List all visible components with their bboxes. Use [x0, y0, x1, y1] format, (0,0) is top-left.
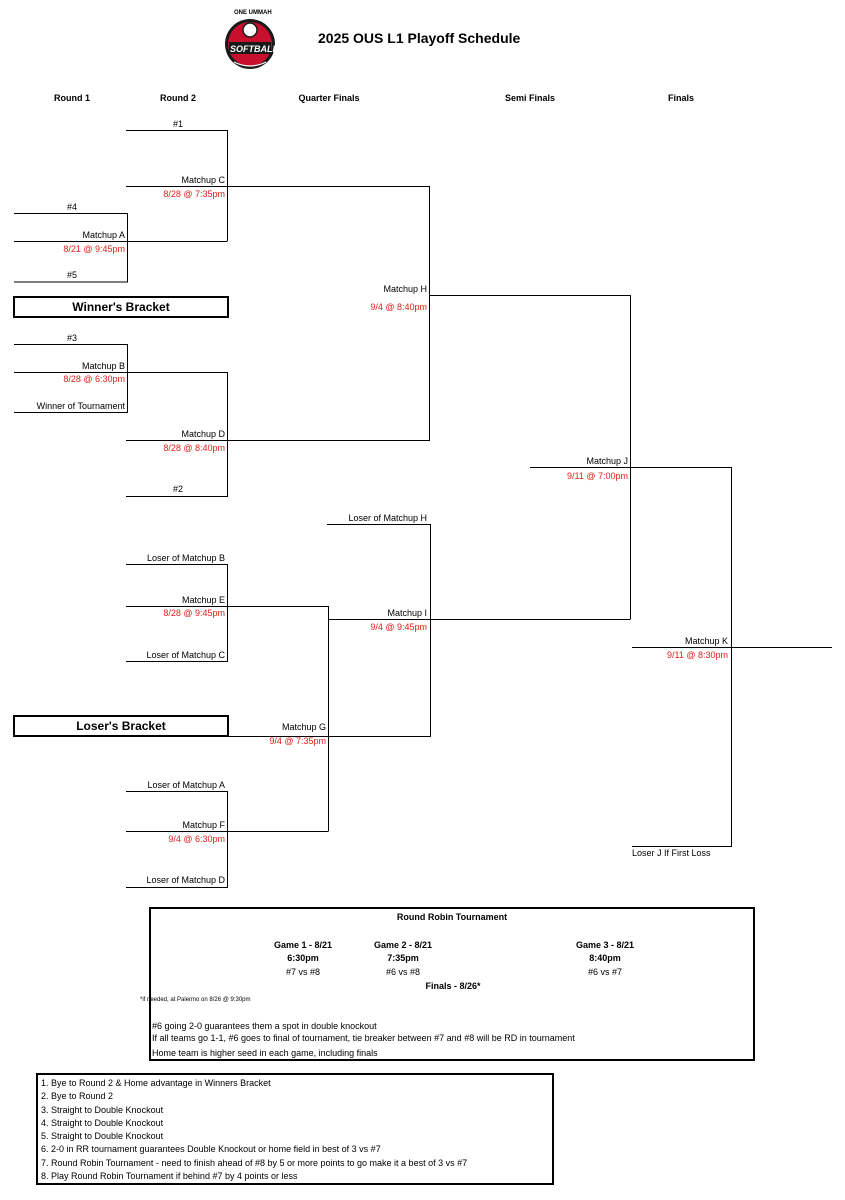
header-round-1: Round 1	[54, 93, 90, 103]
page-title: 2025 OUS L1 Playoff Schedule	[318, 30, 521, 46]
matchup-g-time: 9/4 @ 7:35pm	[269, 736, 326, 746]
slot-loser-of-matchup-a: Loser of Matchup A	[147, 780, 225, 790]
matchup-h-time: 9/4 @ 8:40pm	[370, 302, 427, 312]
matchup-e-time: 8/28 @ 9:45pm	[163, 608, 225, 618]
losers-bracket-label: Loser's Bracket	[13, 715, 229, 737]
softball-logo-icon	[225, 19, 275, 69]
matchup-i-name: Matchup I	[387, 608, 427, 618]
game-1-label: Game 1 - 8/21	[273, 940, 333, 950]
matchup-f-time: 9/4 @ 6:30pm	[168, 834, 225, 844]
slot-seed-3: #3	[66, 333, 77, 343]
seed-notes-box: 1. Bye to Round 2 & Home advantage in Wi…	[36, 1073, 554, 1185]
round-robin-title: Round Robin Tournament	[396, 912, 508, 922]
game-3-time: 8:40pm	[589, 953, 621, 963]
game-3-teams: #6 vs #7	[587, 967, 623, 977]
round-robin-note: #6 going 2-0 guarantees them a spot in d…	[152, 1021, 377, 1031]
round-robin-note: If all teams go 1-1, #6 goes to final of…	[152, 1033, 575, 1043]
matchup-f-name: Matchup F	[182, 820, 225, 830]
matchup-b-time: 8/28 @ 6:30pm	[63, 374, 125, 384]
seed-note: 4. Straight to Double Knockout	[41, 1117, 164, 1128]
matchup-d-name: Matchup D	[181, 429, 225, 439]
game-2-time: 7:35pm	[387, 953, 419, 963]
header-round-2: Round 2	[160, 93, 196, 103]
matchup-a-time: 8/21 @ 9:45pm	[63, 244, 125, 254]
slot-loser-of-matchup-h: Loser of Matchup H	[348, 513, 427, 523]
seed-note: 3. Straight to Double Knockout	[41, 1104, 164, 1115]
matchup-h-name: Matchup H	[383, 284, 427, 294]
slot-loser-of-matchup-d: Loser of Matchup D	[146, 875, 225, 885]
matchup-c-name: Matchup C	[181, 175, 225, 185]
matchup-b-name: Matchup B	[81, 361, 125, 371]
round-robin-footnote: *if needed, at Palermo on 8/26 @ 9:30pm	[140, 997, 251, 1003]
round-robin-box: Round Robin Tournament Game 1 - 8/21 6:3…	[140, 907, 755, 1061]
logo-top-text: ONE UMMAH	[234, 10, 272, 16]
matchup-j-name: Matchup J	[586, 456, 628, 466]
seed-note: 8. Play Round Robin Tournament if behind…	[41, 1171, 298, 1182]
matchup-k-time: 9/11 @ 8:30pm	[666, 650, 728, 660]
header-quarter-finals: Quarter Finals	[298, 93, 360, 103]
game-2-label: Game 2 - 8/21	[373, 940, 433, 950]
logo-main-text: SOFTBALL	[230, 44, 278, 54]
matchup-g-name: Matchup G	[281, 722, 326, 732]
slot-seed-5: #5	[66, 270, 77, 280]
winners-bracket-label: Winner's Bracket	[13, 296, 229, 318]
slot-loser-j-if-first-loss: Loser J If First Loss	[632, 848, 711, 858]
seed-note: 7. Round Robin Tournament - need to fini…	[41, 1157, 468, 1168]
matchup-a-name: Matchup A	[82, 230, 125, 240]
header-finals: Finals	[667, 93, 694, 103]
matchup-j-time: 9/11 @ 7:00pm	[566, 471, 628, 481]
slot-seed-2: #2	[172, 484, 183, 494]
header-semi-finals: Semi Finals	[504, 93, 556, 103]
slot-winner-of-tournament: Winner of Tournament	[36, 401, 125, 411]
slot-loser-of-matchup-b: Loser of Matchup B	[146, 553, 225, 563]
matchup-c-time: 8/28 @ 7:35pm	[163, 189, 225, 199]
round-robin-finals: Finals - 8/26*	[425, 981, 481, 991]
matchup-i-time: 9/4 @ 9:45pm	[370, 622, 427, 632]
game-1-teams: #7 vs #8	[285, 967, 321, 977]
bracket-lines	[14, 130, 832, 888]
game-3-label: Game 3 - 8/21	[575, 940, 635, 950]
logo: ONE UMMAH SOFTBALL	[224, 6, 278, 72]
seed-note: 1. Bye to Round 2 & Home advantage in Wi…	[41, 1078, 271, 1088]
slot-seed-4: #4	[66, 202, 77, 212]
seed-note: 5. Straight to Double Knockout	[41, 1131, 164, 1142]
matchup-d-time: 8/28 @ 8:40pm	[163, 443, 225, 453]
slot-loser-of-matchup-c: Loser of Matchup C	[146, 650, 225, 660]
game-2-teams: #6 vs #8	[385, 967, 421, 977]
round-robin-note: Home team is higher seed in each game, i…	[152, 1048, 378, 1058]
slot-seed-1: #1	[172, 119, 183, 129]
matchup-k-name: Matchup K	[684, 636, 728, 646]
game-1-time: 6:30pm	[287, 953, 319, 963]
seed-note: 2. Bye to Round 2	[41, 1091, 114, 1102]
seed-note: 6. 2-0 in RR tournament guarantees Doubl…	[41, 1144, 381, 1155]
matchup-e-name: Matchup E	[181, 595, 225, 605]
